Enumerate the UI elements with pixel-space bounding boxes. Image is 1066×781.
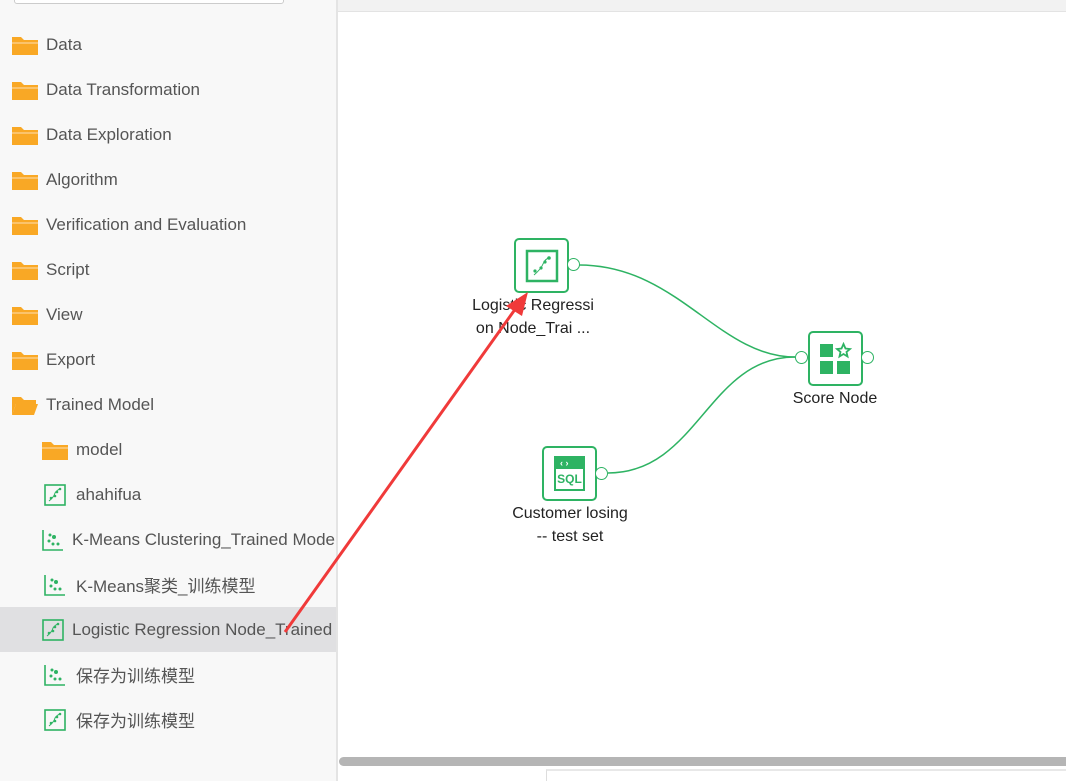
- output-port[interactable]: [595, 467, 608, 480]
- score-node[interactable]: [808, 331, 863, 386]
- cluster-model-icon: [42, 574, 68, 596]
- output-port[interactable]: [861, 351, 874, 364]
- canvas-toolbar: [338, 0, 1066, 12]
- connection-lr-score[interactable]: [578, 264, 796, 358]
- tree-item[interactable]: Trained Model: [0, 382, 336, 427]
- tree-item-label: Data Exploration: [46, 124, 172, 144]
- tree-item[interactable]: K-Means聚类_训练模型: [0, 562, 336, 607]
- regression-model-icon: [42, 618, 64, 641]
- node-label: Customer losing-- test set: [512, 505, 628, 545]
- output-port[interactable]: [567, 258, 580, 271]
- folder-icon: [12, 124, 38, 146]
- folder-icon: [12, 214, 38, 236]
- tree-item-label: K-Means Clustering_Trained Model: [72, 529, 338, 549]
- tree-item[interactable]: ahahifua: [0, 472, 336, 517]
- tree-item[interactable]: Script: [0, 247, 336, 292]
- tree-item-label: Verification and Evaluation: [46, 214, 247, 234]
- bottom-panel-content: [546, 769, 1066, 781]
- regression-model-icon: [42, 708, 68, 731]
- node-label: Score Node: [792, 390, 878, 407]
- horizontal-scrollbar[interactable]: [339, 757, 1066, 766]
- folder-open-icon: [12, 394, 38, 416]
- connection-sql-score[interactable]: [607, 356, 796, 474]
- folder-icon: [12, 259, 38, 281]
- tree-item-label: Trained Model: [46, 394, 155, 414]
- tree-item[interactable]: 保存为训练模型: [0, 652, 336, 697]
- tree-item-label: Logistic Regression Node_Trained Model: [72, 619, 336, 639]
- logistic-regression-node[interactable]: [514, 238, 569, 293]
- search-input[interactable]: [14, 0, 284, 4]
- folder-icon: [12, 349, 38, 371]
- tree-item-label: Export: [46, 349, 96, 369]
- tree-item-label: Script: [46, 259, 90, 279]
- bottom-panel: [338, 768, 1066, 781]
- tree-item[interactable]: model: [0, 427, 336, 472]
- sql-file-icon: ‹ › SQL: [554, 456, 585, 491]
- tree-item-label: Algorithm: [46, 169, 118, 189]
- tree-item-label: model: [76, 439, 123, 459]
- tree-item[interactable]: Data Transformation: [0, 67, 336, 112]
- tree-item[interactable]: View: [0, 292, 336, 337]
- score-icon: [819, 341, 852, 374]
- cluster-model-icon: [42, 529, 64, 551]
- tree-item[interactable]: Data Exploration: [0, 112, 336, 157]
- folder-icon: [12, 34, 38, 56]
- tree-item[interactable]: Algorithm: [0, 157, 336, 202]
- sql-dataset-node[interactable]: ‹ › SQL: [542, 446, 597, 501]
- folder-icon: [42, 439, 68, 461]
- tree-item-label: Data Transformation: [46, 79, 201, 99]
- tree-item[interactable]: Verification and Evaluation: [0, 202, 336, 247]
- tree-item-label: Data: [46, 34, 82, 54]
- folder-icon: [12, 304, 38, 326]
- folder-icon: [12, 169, 38, 191]
- tree-item[interactable]: K-Means Clustering_Trained Model: [0, 517, 336, 562]
- tree-item-label: 保存为训练模型: [76, 667, 195, 686]
- tree-item-label: View: [46, 304, 83, 324]
- tree-item-label: 保存为训练模型: [76, 712, 195, 731]
- tree-item[interactable]: Data: [0, 22, 336, 67]
- folder-icon: [12, 79, 38, 101]
- connections: [578, 264, 796, 474]
- tree-item[interactable]: Logistic Regression Node_Trained Model: [0, 607, 336, 652]
- tree-item[interactable]: 保存为训练模型: [0, 697, 336, 742]
- input-port[interactable]: [795, 351, 808, 364]
- tree-item[interactable]: Export: [0, 337, 336, 382]
- cluster-model-icon: [42, 664, 68, 686]
- regression-model-icon: [525, 249, 558, 282]
- regression-model-icon: [42, 483, 68, 506]
- tree-item-label: K-Means聚类_训练模型: [76, 577, 256, 596]
- tree-item-label: ahahifua: [76, 484, 142, 504]
